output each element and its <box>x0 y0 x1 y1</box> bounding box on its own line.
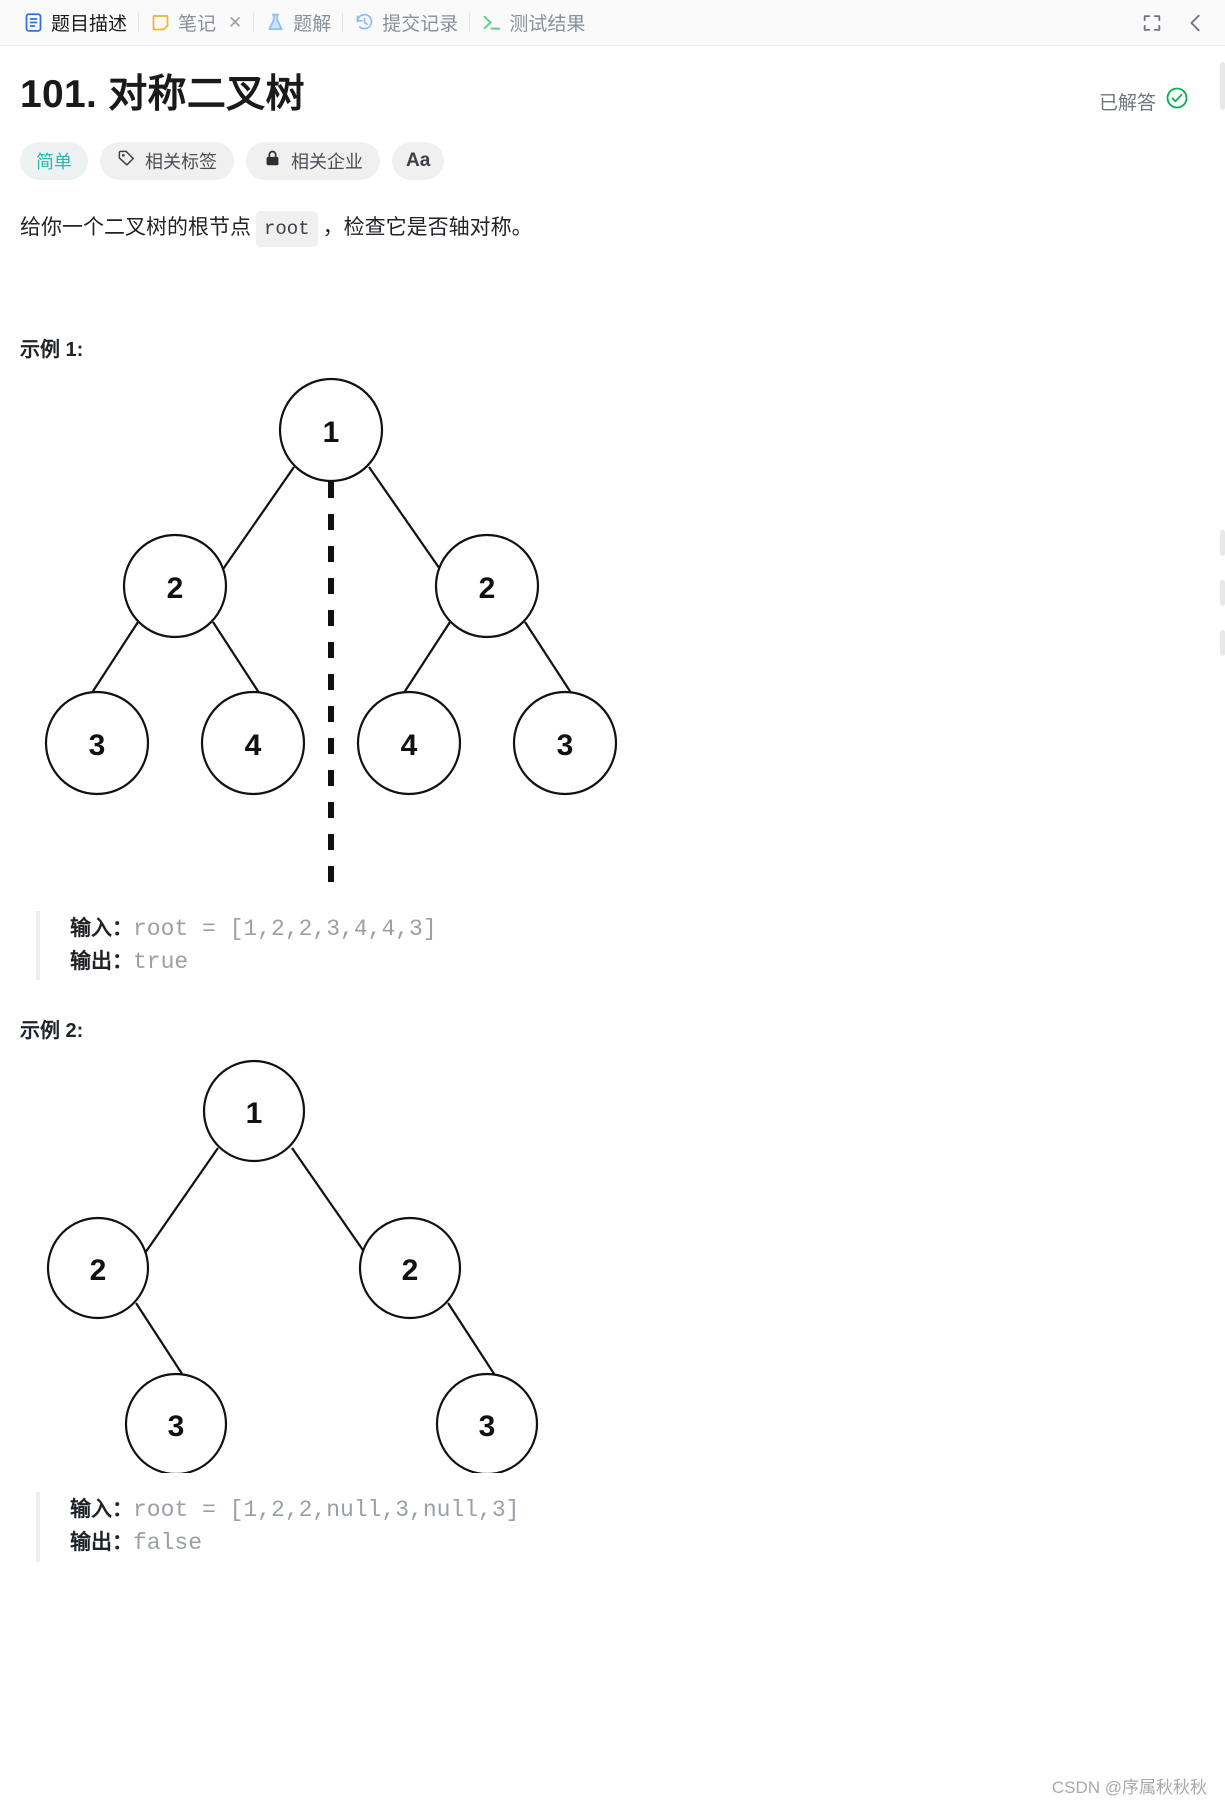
tab-label: 笔记 <box>178 14 217 35</box>
example-2-tree-figure: 1 2 2 3 3 <box>24 1053 1199 1478</box>
tab-divider <box>253 13 255 32</box>
description-text-after: ，检查它是否轴对称。 <box>322 215 533 239</box>
input-value: root = [1,2,2,null,3,null,3] <box>133 1497 520 1524</box>
status-badge: 已解答 <box>1099 72 1199 116</box>
node-value: 3 <box>89 729 106 762</box>
scrollbar-segment[interactable] <box>1220 630 1225 656</box>
output-label: 输出： <box>70 949 133 973</box>
example-1-label: 示例 1: <box>20 339 84 362</box>
tab-bar: 题目描述 笔记 ✕ 题解 <box>0 0 1225 46</box>
tab-description[interactable]: 题目描述 <box>12 0 138 46</box>
node-value: 1 <box>246 1097 263 1130</box>
title-row: 101. 对称二叉树 已解答 <box>20 72 1199 119</box>
node-value: 2 <box>479 572 496 605</box>
problem-description: 给你一个二叉树的根节点 root ，检查它是否轴对称。 <box>20 210 1199 248</box>
topics-label: 相关标签 <box>145 151 217 172</box>
output-label: 输出： <box>70 1531 133 1555</box>
tab-label: 题目描述 <box>51 14 128 35</box>
chip-row: 简单 相关标签 相关企业 <box>20 141 1199 180</box>
tab-label: 提交记录 <box>382 14 459 35</box>
watermark: CSDN @序属秋秋秋 <box>1051 1778 1207 1797</box>
tree-node: 2 <box>122 533 228 639</box>
history-icon <box>354 12 375 33</box>
description-text-before: 给你一个二叉树的根节点 <box>20 215 251 239</box>
input-label: 输入： <box>70 917 133 941</box>
terminal-icon <box>481 12 502 33</box>
companies-chip[interactable]: 相关企业 <box>246 141 380 180</box>
example-2-output-line: 输出：false <box>70 1527 1199 1560</box>
tree-node: 1 <box>278 377 384 483</box>
tree-node: 2 <box>358 1217 462 1320</box>
example-1-tree-figure: 1 2 2 3 4 <box>24 372 1199 897</box>
node-value: 1 <box>323 416 340 449</box>
output-value: true <box>133 948 189 975</box>
chevron-left-icon[interactable] <box>1185 12 1207 34</box>
tree-node: 4 <box>356 690 462 796</box>
node-value: 2 <box>167 572 184 605</box>
tab-label: 测试结果 <box>509 14 586 35</box>
tab-submissions[interactable]: 提交记录 <box>343 0 469 46</box>
tree-node: 3 <box>435 1373 539 1476</box>
scrollbar-segment[interactable] <box>1220 580 1225 606</box>
companies-label: 相关企业 <box>291 151 363 172</box>
close-icon[interactable]: ✕ <box>228 13 243 32</box>
node-value: 3 <box>557 729 574 762</box>
font-size-chip[interactable]: Aa <box>392 141 445 180</box>
tree-node: 3 <box>124 1373 228 1476</box>
page-title: 101. 对称二叉树 <box>20 73 305 116</box>
binary-tree-diagram-2: 1 2 2 3 3 <box>46 1060 539 1476</box>
difficulty-label: 简单 <box>36 151 72 172</box>
node-value: 3 <box>168 1410 185 1443</box>
flask-icon <box>265 12 286 33</box>
example-1-input-line: 输入：root = [1,2,2,3,4,4,3] <box>70 913 1199 946</box>
tab-notes[interactable]: 笔记 ✕ <box>139 0 253 46</box>
node-value: 4 <box>401 729 418 762</box>
note-icon <box>150 12 171 33</box>
tab-divider <box>469 13 471 32</box>
example-2-io: 输入：root = [1,2,2,null,3,null,3] 输出：false <box>36 1492 1199 1562</box>
input-value: root = [1,2,2,3,4,4,3] <box>133 916 437 943</box>
tree-nodes: 1 2 2 3 3 <box>46 1060 539 1476</box>
tree-nodes: 1 2 2 3 4 <box>44 377 618 796</box>
status-label: 已解答 <box>1098 92 1156 114</box>
inline-code-root: root <box>256 210 318 248</box>
node-value: 3 <box>479 1410 496 1443</box>
node-value: 2 <box>90 1254 107 1287</box>
problem-content: 101. 对称二叉树 已解答 简单 <box>0 46 1225 1562</box>
tab-test-result[interactable]: 测试结果 <box>470 0 596 46</box>
tab-divider <box>342 13 344 32</box>
example-2-label: 示例 2: <box>20 1020 84 1043</box>
topics-chip[interactable]: 相关标签 <box>100 141 234 180</box>
tab-bar-actions <box>1141 12 1211 34</box>
check-circle-icon <box>1165 86 1189 116</box>
tag-icon <box>117 149 136 173</box>
input-label: 输入： <box>70 1498 133 1522</box>
output-value: false <box>133 1530 203 1557</box>
example-1-io: 输入：root = [1,2,2,3,4,4,3] 输出：true <box>36 911 1199 981</box>
example-2-input-line: 输入：root = [1,2,2,null,3,null,3] <box>70 1494 1199 1527</box>
fullscreen-icon[interactable] <box>1141 12 1163 34</box>
tree-node: 2 <box>46 1217 150 1320</box>
example-1-output-line: 输出：true <box>70 946 1199 979</box>
font-size-label: Aa <box>406 149 431 171</box>
tree-node: 4 <box>200 690 306 796</box>
scrollbar-segment[interactable] <box>1220 62 1225 110</box>
tree-node: 2 <box>434 533 540 639</box>
lock-icon <box>263 149 282 173</box>
tab-solutions[interactable]: 题解 <box>254 0 342 46</box>
node-value: 2 <box>402 1254 419 1287</box>
binary-tree-diagram-1: 1 2 2 3 4 <box>44 377 618 883</box>
node-value: 4 <box>245 729 262 762</box>
tree-node: 3 <box>44 690 150 796</box>
tree-node: 3 <box>512 690 618 796</box>
tab-divider <box>138 13 140 32</box>
tree-node: 1 <box>202 1060 306 1163</box>
scrollbar-segment[interactable] <box>1220 530 1225 556</box>
difficulty-chip[interactable]: 简单 <box>20 141 88 180</box>
tab-label: 题解 <box>293 14 332 35</box>
document-icon <box>23 12 44 33</box>
